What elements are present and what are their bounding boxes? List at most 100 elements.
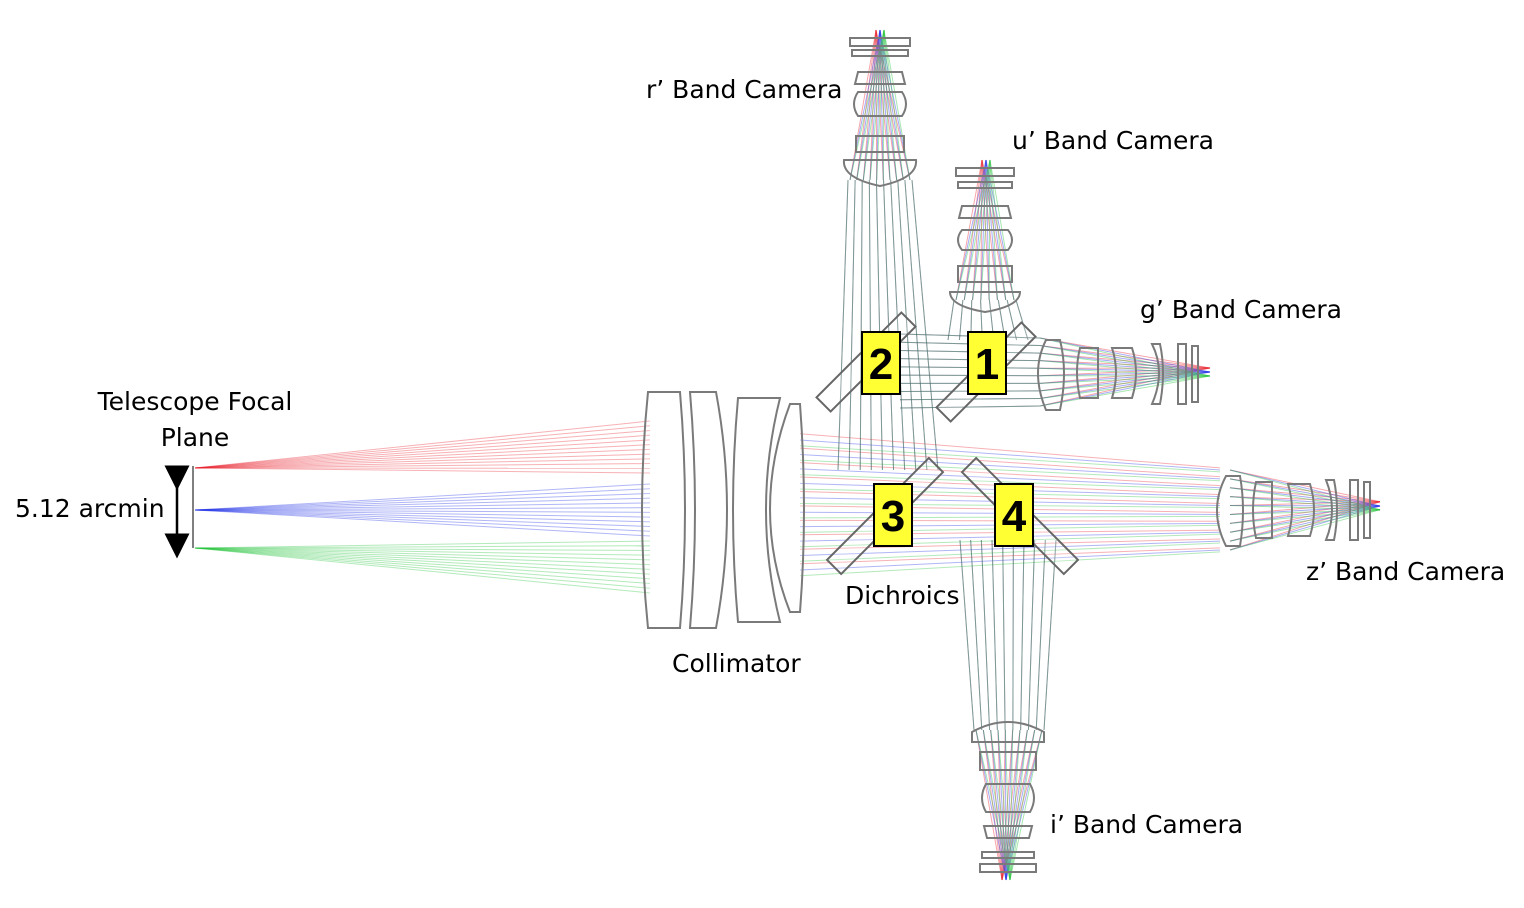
ray-line: [897, 179, 917, 471]
ray-line: [1039, 367, 1211, 384]
ray-line: [799, 439, 1221, 471]
ray-line: [1039, 371, 1211, 384]
ray-line: [1020, 539, 1025, 731]
ray-line: [848, 179, 856, 471]
ray-line: [1039, 371, 1211, 392]
ray-line: [799, 433, 1221, 469]
ray-line: [1229, 469, 1381, 503]
ray-line: [1229, 505, 1381, 524]
ray-line: [799, 551, 1221, 577]
ray-line: [1229, 501, 1381, 515]
ray-line: [947, 299, 955, 341]
ray-line: [1001, 729, 1036, 881]
ray-line: [194, 509, 651, 523]
svg-text:1: 1: [975, 340, 999, 389]
ray-line: [1043, 539, 1057, 731]
ray-line: [1229, 509, 1381, 524]
ray-line: [799, 445, 1221, 473]
ray-line: [194, 434, 651, 469]
ray-line: [194, 507, 651, 511]
ray-line: [904, 179, 928, 471]
ray-line: [911, 179, 939, 471]
ray-line: [799, 549, 1221, 571]
ray-line: [1035, 539, 1046, 731]
dichroic-badge-4: 4: [994, 483, 1034, 547]
ray-line: [799, 459, 1221, 482]
ray-line: [959, 539, 975, 731]
ray-line: [1039, 352, 1211, 369]
ray-line: [1229, 469, 1381, 511]
ray-line: [1039, 352, 1211, 377]
ray-line: [991, 539, 998, 731]
ray-line: [1229, 496, 1381, 511]
z-band-camera-label: z’ Band Camera: [1306, 557, 1505, 586]
ray-line: [1039, 345, 1211, 369]
ray-line: [1005, 729, 1021, 881]
ray-line: [904, 179, 928, 471]
ray-line: [1005, 729, 1036, 881]
ray-line: [194, 439, 651, 469]
ray-line: [194, 453, 651, 469]
ray-line: [997, 729, 1007, 881]
ray-line: [1020, 539, 1025, 731]
ray-line: [868, 179, 872, 471]
ray-line: [1229, 496, 1381, 507]
ray-line: [899, 397, 1041, 401]
ray-line: [799, 468, 1221, 489]
ray-line: [1039, 375, 1211, 407]
ray-line: [1015, 299, 1029, 341]
ray-line: [837, 179, 849, 471]
ray-line: [194, 509, 651, 528]
ray-line: [1039, 367, 1211, 399]
ray-line: [1027, 539, 1036, 731]
ray-line: [1035, 539, 1046, 731]
ray-line: [799, 462, 1221, 487]
ray-line: [975, 729, 1011, 881]
ray-line: [890, 179, 906, 471]
ray-line: [899, 397, 1041, 401]
ray-line: [194, 547, 651, 570]
ray-line: [991, 539, 998, 731]
ray-line: [1002, 539, 1006, 731]
ray-line: [970, 539, 983, 731]
ray-line: [1002, 539, 1006, 731]
ray-line: [1009, 729, 1028, 881]
ray-line: [959, 539, 975, 731]
ray-line: [194, 488, 651, 511]
ray-line: [1229, 469, 1381, 507]
ray-line: [194, 547, 651, 575]
ray-line: [970, 539, 983, 731]
ray-line: [982, 729, 1003, 881]
ray-line: [859, 179, 863, 471]
ray-line: [1001, 729, 1021, 881]
ray-line: [859, 179, 863, 471]
u-band-camera-lenses: [948, 167, 1022, 314]
ray-line: [1229, 509, 1381, 551]
ray-line: [1039, 337, 1211, 369]
ray-line: [868, 179, 872, 471]
i-band-camera-lenses: [971, 721, 1045, 873]
ray-line: [837, 179, 849, 471]
ray-line: [1027, 539, 1036, 731]
focal-plane-label-line1: Telescope Focal: [97, 387, 293, 416]
ray-line: [194, 547, 651, 594]
dichroic-badge-3: 3: [873, 483, 913, 547]
ray-line: [848, 179, 856, 471]
ray-line: [1039, 371, 1211, 399]
ray-line: [194, 483, 651, 511]
ray-line: [890, 179, 906, 471]
svg-text:2: 2: [869, 340, 893, 389]
ray-line: [1039, 360, 1211, 369]
ray-line: [1039, 367, 1211, 407]
ray-line: [990, 729, 1003, 881]
ray-line: [897, 179, 917, 471]
ray-line: [1002, 539, 1006, 731]
ray-line: [194, 547, 651, 561]
u-band-camera-label: u’ Band Camera: [1012, 126, 1214, 155]
ray-line: [904, 179, 928, 471]
ray-line: [997, 729, 1003, 881]
ray-line: [194, 547, 651, 556]
ray-line: [1229, 501, 1381, 524]
ray-line: [1009, 729, 1021, 881]
g-band-camera-lenses: [1037, 339, 1199, 411]
